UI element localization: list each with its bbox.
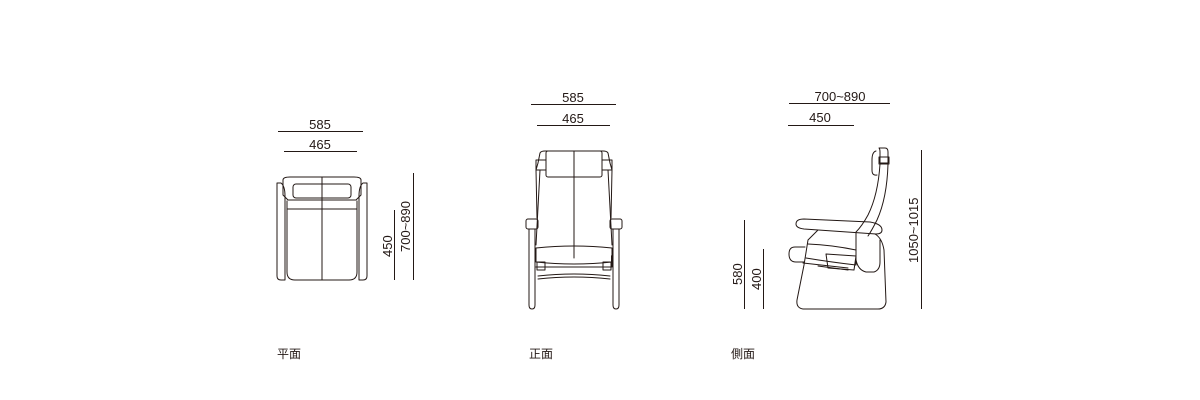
plan-seat-depth-line [394, 210, 395, 280]
side-overall-depth-label: 700~890 [814, 89, 866, 104]
front-view-caption: 正面 [529, 347, 554, 361]
plan-overall-depth-line [413, 173, 414, 280]
plan-view-caption: 平面 [277, 347, 302, 361]
side-seat-height-label: 400 [749, 268, 764, 290]
side-seat-height-line [763, 249, 764, 309]
side-arm-height-line [744, 220, 745, 309]
plan-seat-width-label: 465 [309, 137, 331, 152]
side-overall-height-line [921, 150, 922, 309]
front-view-chair-icon [525, 150, 623, 310]
side-seat-depth-label: 450 [809, 110, 831, 125]
front-overall-width-line [531, 104, 616, 105]
plan-overall-width-label: 585 [309, 117, 331, 132]
side-view-caption: 側面 [731, 347, 756, 361]
front-overall-width-label: 585 [562, 90, 584, 105]
plan-overall-depth-label: 700~890 [398, 201, 413, 252]
plan-overall-width-line [278, 131, 363, 132]
side-seat-depth-line [788, 125, 854, 126]
plan-view-chair-icon [276, 176, 368, 281]
plan-seat-width-line [284, 151, 357, 152]
side-view-chair-icon [788, 147, 890, 310]
side-arm-height-label: 580 [730, 263, 745, 285]
side-overall-depth-line [789, 103, 890, 104]
front-seat-width-line [537, 125, 610, 126]
front-seat-width-label: 465 [562, 111, 584, 126]
side-overall-height-label: 1050~1015 [906, 197, 921, 263]
plan-seat-depth-label: 450 [380, 235, 395, 257]
